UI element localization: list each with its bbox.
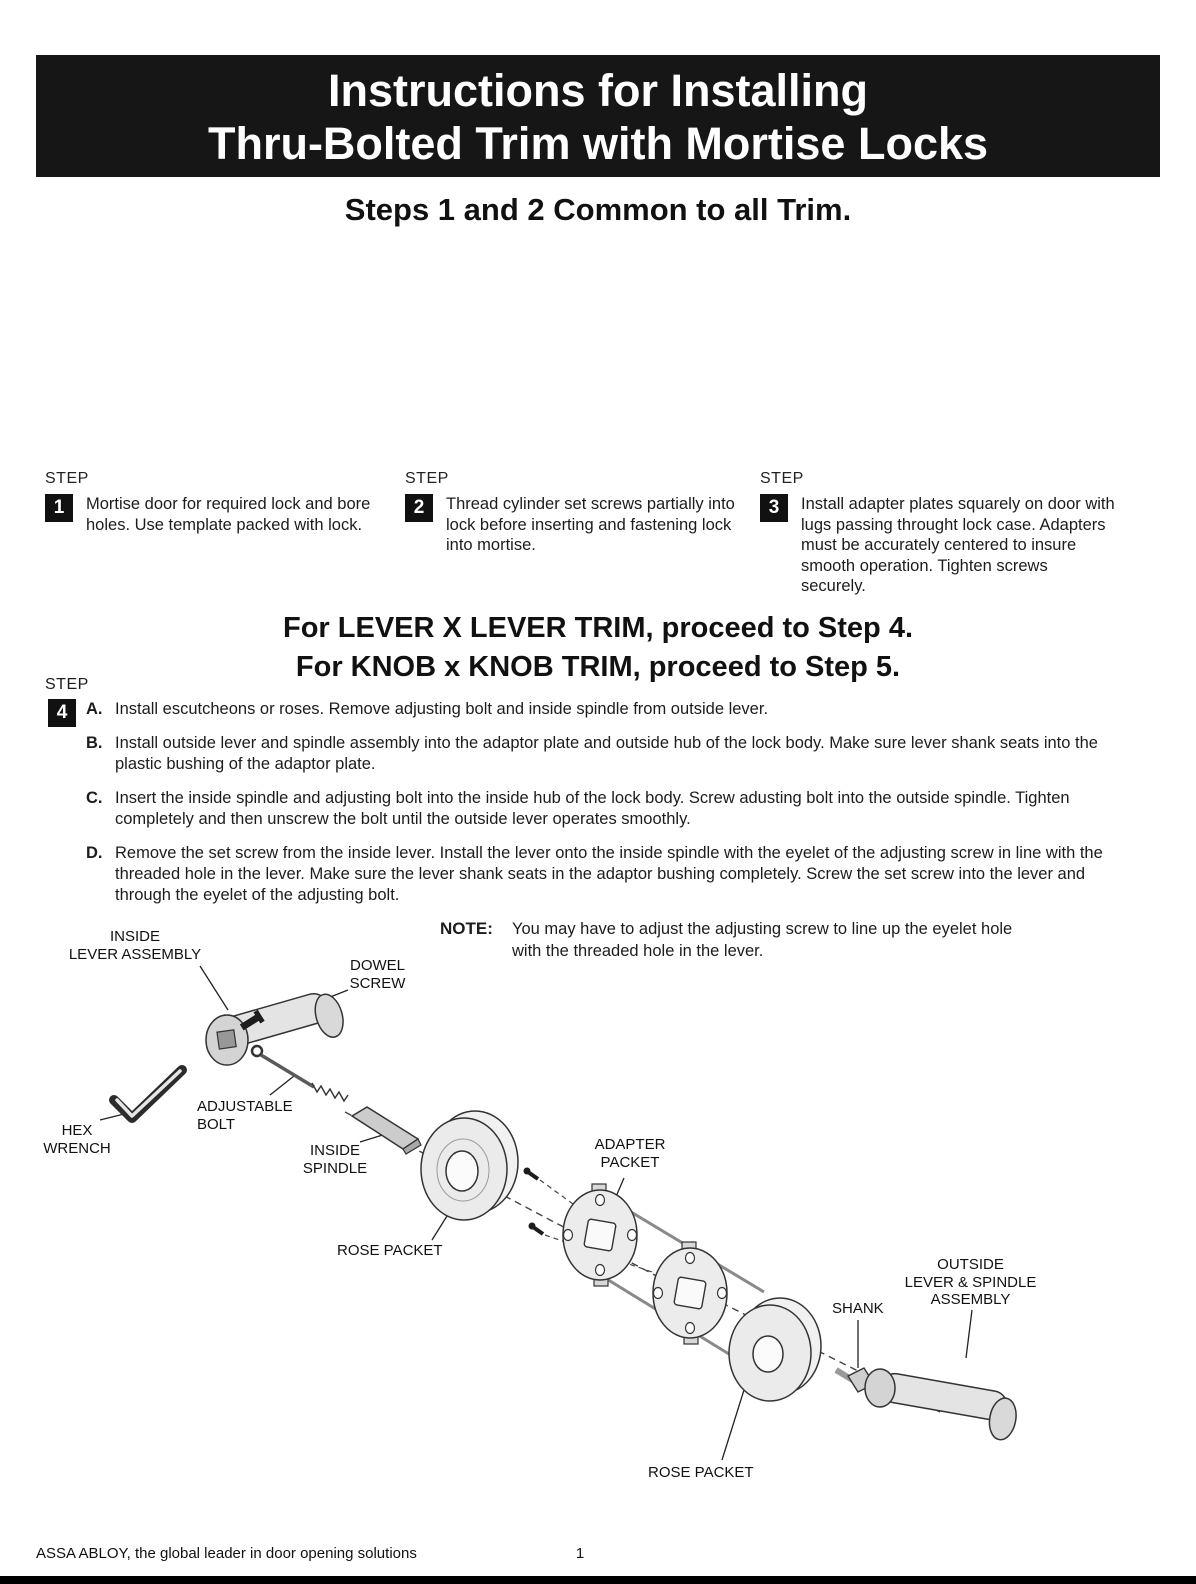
footer-brand-line: ASSA ABLOY, the global leader in door op… [36, 1545, 417, 1562]
label-dowel-screw: DOWEL SCREW [349, 957, 406, 992]
bottom-edge-bar [0, 1576, 1196, 1584]
item-b-letter: B. [86, 734, 103, 752]
step-1-text: Mortise door for required lock and bore … [86, 495, 371, 534]
step-4-item-a: A. Install escutcheons or roses. Remove … [86, 699, 1124, 720]
step-4-number-badge: 4 [48, 699, 76, 727]
inside-spindle-drawing [350, 1106, 422, 1155]
subtitle: Steps 1 and 2 Common to all Trim. [344, 192, 852, 227]
step-1: STEP 1 Mortise door for required lock an… [45, 470, 375, 535]
proceed-heading-lever: For LEVER X LEVER TRIM, proceed to Step … [282, 612, 914, 644]
item-a-letter: A. [86, 700, 103, 718]
label-inside-spindle: INSIDE SPINDLE [302, 1142, 368, 1177]
label-hex-wrench: HEX WRENCH [43, 1122, 111, 1157]
proceed-heading-knob: For KNOB x KNOB TRIM, proceed to Step 5. [295, 651, 901, 683]
item-c-text: Insert the inside spindle and adjusting … [115, 789, 1070, 828]
step-2: STEP 2 Thread cylinder set screws partia… [405, 470, 740, 556]
step-1-label: STEP [45, 470, 89, 487]
mounting-screws-drawing [523, 1167, 545, 1236]
step-4-items: A. Install escutcheons or roses. Remove … [86, 699, 1124, 919]
item-d-letter: D. [86, 844, 103, 862]
step-4-item-d: D. Remove the set screw from the inside … [86, 843, 1124, 906]
rose-packet-left-drawing [420, 1110, 519, 1221]
hex-wrench-drawing [109, 1065, 187, 1123]
rose-packet-right-drawing [728, 1297, 822, 1402]
item-b-text: Install outside lever and spindle assemb… [115, 734, 1098, 773]
note-text: You may have to adjust the adjusting scr… [512, 920, 1013, 960]
label-rose-packet-left: ROSE PACKET [337, 1242, 443, 1259]
note-label: NOTE: [440, 919, 493, 938]
step-2-label: STEP [405, 470, 449, 487]
step-1-number-badge: 1 [45, 494, 73, 522]
step-3-number-badge: 3 [760, 494, 788, 522]
item-a-text: Install escutcheons or roses. Remove adj… [115, 700, 769, 718]
dowel-screw-drawing [239, 1009, 265, 1031]
step-3-label: STEP [760, 470, 804, 487]
label-outside-lever-spindle-assembly: OUTSIDE LEVER & SPINDLE ASSEMBLY [904, 1256, 1037, 1308]
title-line2: Thru-Bolted Trim with Mortise Locks [207, 118, 989, 169]
inside-lever-drawing [205, 992, 344, 1066]
step-3-text: Install adapter plates squarely on door … [801, 495, 1115, 595]
label-shank: SHANK [832, 1300, 884, 1317]
step-4-item-c: C. Insert the inside spindle and adjusti… [86, 788, 1124, 830]
adapter-plate-2-drawing [652, 1241, 728, 1345]
document-title-banner: Instructions for Installing Thru-Bolted … [36, 55, 1160, 177]
note-block: NOTE: You may have to adjust the adjusti… [440, 918, 1040, 962]
adapter-plate-1-drawing [562, 1183, 638, 1287]
step-2-number-badge: 2 [405, 494, 433, 522]
label-adjustable-bolt: ADJUSTABLE BOLT [197, 1098, 293, 1133]
leader-adjustable-bolt [269, 1075, 295, 1096]
item-c-letter: C. [86, 789, 103, 807]
label-adapter-packet: ADAPTER PACKET [594, 1136, 666, 1171]
step-4-label: STEP [45, 676, 89, 693]
title-line1: Instructions for Installing [327, 65, 869, 116]
outside-lever-drawing [864, 1368, 1017, 1441]
label-inside-lever-assembly: INSIDE LEVER ASSEMBLY [68, 928, 202, 963]
leader-hex-wrench [99, 1113, 125, 1121]
leader-outside-lever [965, 1309, 973, 1359]
adjustable-bolt-drawing [250, 1044, 349, 1103]
leader-rose-packet-right [721, 1389, 745, 1461]
exploded-assembly-diagram [99, 965, 1017, 1461]
label-rose-packet-right: ROSE PACKET [648, 1464, 754, 1481]
step-2-text: Thread cylinder set screws partially int… [446, 495, 735, 554]
step-4-item-b: B. Install outside lever and spindle ass… [86, 733, 1124, 775]
leader-inside-lever [199, 965, 229, 1011]
step-3: STEP 3 Install adapter plates squarely o… [760, 470, 1115, 597]
footer-page-number: 1 [575, 1545, 585, 1562]
item-d-text: Remove the set screw from the inside lev… [115, 844, 1103, 904]
